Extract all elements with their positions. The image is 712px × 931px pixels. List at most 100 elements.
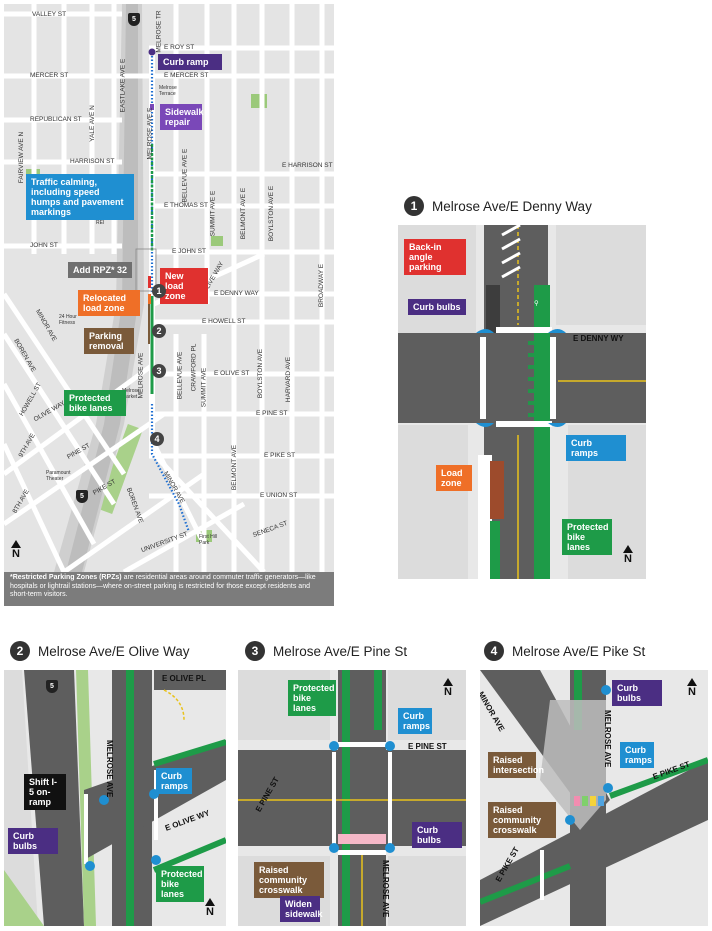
street-thomas: E THOMAS ST [164,202,208,209]
north-arrow-icon: N [10,540,22,560]
bike-symbol-icon: ⚲ [534,300,539,307]
detail4-diagram [480,670,708,926]
street-summit: SUMMIT AVE [200,367,208,408]
street-republican: REPUBLICAN ST [30,116,82,123]
place-first-hill: First Hill Park [199,534,218,546]
street-harrison: HARRISON ST [70,158,115,165]
detail2-north-arrow-icon: N [204,898,216,918]
street-boylston-e: BOYLSTON AVE E [268,185,276,242]
detail2-header: 2 Melrose Ave/E Olive Way [10,641,190,661]
place-paramount: Paramount Theater [46,470,71,482]
street-broadway-e: BROADWAY E [318,263,326,308]
detail4-header: 4 Melrose Ave/E Pike St [484,641,645,661]
detail1-load-zone: Load zone [436,465,472,491]
footnote-term: *Restricted Parking Zones (RPZs) [10,574,122,581]
detail1-protected-bike-lanes: Protected bike lanes [562,519,612,555]
interstate-shield-icon-south: 5 [76,490,88,503]
detail4-title: Melrose Ave/E Pike St [512,643,646,659]
street-harvard: HARVARD AVE [285,356,293,403]
street-summit-e: SUMMIT AVE E [209,190,217,237]
street-crawford: CRAWFORD PL [190,343,198,392]
detail4-curb-bulbs: Curb bulbs [612,680,662,706]
marker-3[interactable]: 3 [152,364,166,378]
detail4-raised-crosswalk: Raised community crosswalk [488,802,556,838]
street-mercer: MERCER ST [30,72,69,79]
detail3-curb-ramps: Curb ramps [398,708,432,734]
place-fitness: 24 Hour Fitness [59,314,77,326]
street-fairview: FAIRVIEW AVE N [18,131,26,184]
street-pine: E PINE ST [256,410,288,417]
detail3-raised-crosswalk: Raised community crosswalk [254,862,324,898]
place-melrose-terrace: Melrose Terrace [159,85,177,97]
street-belmont: BELMONT AVE [231,444,239,491]
detail1-north-arrow-icon: N [622,545,634,565]
callout-rpz: Add RPZ* 32 [68,262,132,278]
marker-2[interactable]: 2 [152,324,166,338]
callout-parking-removal: Parking removal [84,328,134,354]
detail3-map: E PINE ST E PINE ST MELROSE AVE Protecte… [238,670,466,926]
callout-relocated-load-zone: Relocated load zone [78,290,140,316]
callout-traffic-calming: Traffic calming, including speed humps a… [26,174,134,220]
detail2-map: 5 E OLIVE PL MELROSE AVE E OLIVE WY Shif… [4,670,226,926]
detail2-street-olive-pl: E OLIVE PL [162,674,207,683]
street-bellevue-e: BELLEVUE AVE E [181,148,189,203]
detail3-protected-bike-lanes: Protected bike lanes [288,680,336,716]
street-eroy: E ROY ST [164,44,195,51]
street-bellevue: BELLEVUE AVE [176,351,184,400]
detail4-street-melrose: MELROSE AVE [603,710,612,768]
marker-1[interactable]: 1 [152,284,166,298]
detail3-number: 3 [245,641,265,661]
place-rei: REI [96,220,105,226]
street-ejohn: E JOHN ST [172,248,206,255]
street-melrose-e: MELROSE AVE E [146,107,154,160]
detail1-number: 1 [404,196,424,216]
interstate-shield-icon: 5 [128,13,140,26]
detail2-curb-ramps: Curb ramps [156,768,192,794]
street-yale: YALE AVE N [88,105,96,142]
street-belmont-e: BELMONT AVE E [240,187,248,240]
detail2-interstate-shield-icon: 5 [46,680,58,693]
footnote-text: are residential areas around commuter tr… [10,574,316,598]
detail1-map: ⚲ E DENNY WY Back-in angle parking Curb … [398,225,646,579]
street-denny: E DENNY WAY [214,290,259,297]
overview-map: VALLEY ST MERCER ST REPUBLICAN ST HARRIS… [4,4,334,572]
street-eastlake: EASTLAKE AVE E [119,58,127,113]
detail3-header: 3 Melrose Ave/E Pine St [245,641,407,661]
callout-protected-bike-lanes: Protected bike lanes [64,390,126,416]
detail4-curb-ramps: Curb ramps [620,742,654,768]
detail3-street-pine-e: E PINE ST [408,742,447,751]
callout-new-load-zone: New load zone [160,268,208,304]
detail4-map: MINOR AVE MELROSE AVE E PIKE ST E PIKE S… [480,670,708,926]
marker-4[interactable]: 4 [150,432,164,446]
detail4-north-arrow-icon: N [686,678,698,698]
detail1-header: 1 Melrose Ave/E Denny Way [404,196,592,216]
detail4-number: 4 [484,641,504,661]
detail2-curb-bulbs: Curb bulbs [8,828,58,854]
detail3-title: Melrose Ave/E Pine St [273,643,408,659]
detail1-curb-bulbs: Curb bulbs [408,299,466,315]
detail2-title: Melrose Ave/E Olive Way [38,643,190,659]
detail1-title: Melrose Ave/E Denny Way [432,198,592,214]
street-union: E UNION ST [260,492,298,499]
detail1-street-denny: E DENNY WY [573,334,624,343]
street-emercer: E MERCER ST [164,72,209,79]
detail2-street-melrose: MELROSE AVE [105,740,114,798]
street-eharrison: E HARRISON ST [282,162,333,169]
detail2-protected-bike-lanes: Protected bike lanes [156,866,204,902]
place-melrose-market: Melrose Market [122,388,140,400]
street-melrose-top: MELROSE TR [155,10,163,53]
detail3-street-melrose: MELROSE AVE [381,860,390,918]
street-valley: VALLEY ST [32,11,67,18]
overview-street-grid [4,4,334,572]
street-pike: E PIKE ST [264,452,296,459]
detail3-north-arrow-icon: N [442,678,454,698]
street-howell: E HOWELL ST [202,318,246,325]
detail1-back-in-angle: Back-in angle parking [404,239,466,275]
detail2-shift-onramp: Shift I-5 on-ramp [24,774,66,810]
street-john: JOHN ST [30,242,58,249]
detail3-widen-sidewalk: Widen sidewalk [280,896,323,922]
detail2-number: 2 [10,641,30,661]
callout-curb-ramp: Curb ramp [158,54,222,70]
detail1-diagram [398,225,646,579]
detail4-raised-intersection: Raised intersection [488,752,544,778]
